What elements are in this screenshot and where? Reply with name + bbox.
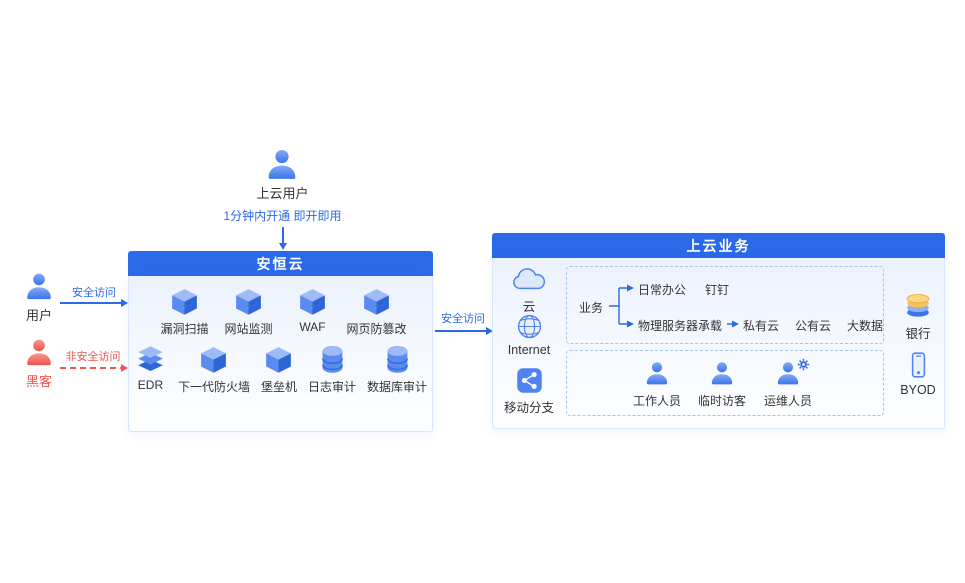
user-arrow-label: 安全访问 xyxy=(72,287,116,299)
cloud-user-icon xyxy=(265,147,299,181)
business-flow-connectors xyxy=(609,284,739,328)
hacker-icon xyxy=(24,337,54,367)
product-label: 堡垒机 xyxy=(260,380,297,394)
endpoint-byod: BYOD xyxy=(890,351,946,397)
channel-cloud: 云 xyxy=(501,267,557,315)
flow-daily-office-label: 日常办公 xyxy=(638,283,687,297)
channel-internet: Internet xyxy=(501,313,557,357)
person-label: 运维人员 xyxy=(763,394,812,408)
anti-tamper-cube-icon xyxy=(360,285,393,318)
flow-dingtalk-label: 钉钉 xyxy=(705,283,730,297)
provision-note: 1分钟内开通 即开即用 xyxy=(223,209,342,223)
person-label: 临时访客 xyxy=(697,394,746,408)
product-label: 下一代防火墙 xyxy=(177,380,250,394)
byod-phone-icon xyxy=(905,351,932,379)
flow-physical-server-label: 物理服务器承载 xyxy=(638,319,723,333)
product-label: EDR xyxy=(137,378,164,392)
endpoint-label: 银行 xyxy=(905,327,931,341)
product-bastion: 堡垒机 xyxy=(261,343,297,395)
product-anti-tamper: 网页防篡改 xyxy=(346,285,407,337)
cloud-business-title: 上云业务 xyxy=(492,233,945,258)
hacker-access-arrow xyxy=(60,364,128,372)
ops-person: 运维人员 xyxy=(757,360,819,409)
edr-stack-icon xyxy=(134,343,167,376)
coins-icon xyxy=(903,291,933,319)
product-waf: WAF xyxy=(282,285,343,334)
ngfw-cube-icon xyxy=(197,343,230,376)
product-db-audit: 数据库审计 xyxy=(367,343,427,395)
anheng-cloud-body: 漏洞扫描 网站监测 WAF 网页防篡改 EDR xyxy=(128,276,433,432)
log-audit-db-icon xyxy=(316,343,349,376)
product-log-audit: 日志审计 xyxy=(308,343,356,395)
flow-root-label: 业务 xyxy=(579,301,604,315)
staff-person-icon xyxy=(644,360,670,386)
cloud-business-body: 云 Internet 移动分支 业务 日常办公 钉钉 xyxy=(492,258,945,429)
visitor-person-icon xyxy=(709,360,735,386)
product-label: 数据库审计 xyxy=(367,380,428,394)
flow-private-cloud-label: 私有云 xyxy=(743,319,780,333)
user-access-arrow xyxy=(60,299,128,307)
vuln-scan-cube-icon xyxy=(168,285,201,318)
secure-access-arrow xyxy=(435,327,493,335)
product-row-1: 漏洞扫描 网站监测 WAF 网页防篡改 xyxy=(129,285,432,337)
endpoint-bank: 银行 xyxy=(890,291,946,342)
product-label: 网页防篡改 xyxy=(346,322,407,336)
product-row-2: EDR 下一代防火墙 堡垒机 日志审计 数据库审计 xyxy=(129,343,432,395)
user-icon xyxy=(24,271,54,301)
hacker-label: 黑客 xyxy=(25,374,52,389)
user-label: 用户 xyxy=(25,308,52,323)
person-label: 工作人员 xyxy=(632,394,681,408)
cloud-business-panel: 上云业务 云 Internet 移动分支 xyxy=(492,233,945,429)
product-label: 漏洞扫描 xyxy=(160,322,209,336)
down-arrow xyxy=(279,227,287,250)
endpoint-label: BYOD xyxy=(900,383,936,397)
channel-mobile-branch: 移动分支 xyxy=(501,367,557,416)
staff-person: 工作人员 xyxy=(626,360,688,409)
globe-icon xyxy=(516,313,543,340)
anheng-cloud-panel: 安恒云 漏洞扫描 网站监测 WAF 网页防篡改 xyxy=(128,251,433,432)
center-arrow-label: 安全访问 xyxy=(441,313,485,325)
product-label: 网站监测 xyxy=(224,322,273,336)
anheng-cloud-title: 安恒云 xyxy=(128,251,433,276)
product-vuln-scan: 漏洞扫描 xyxy=(154,285,215,337)
flow-bigdata-label: 大数据 xyxy=(847,319,884,333)
channel-label: 移动分支 xyxy=(503,401,554,415)
product-site-monitor: 网站监测 xyxy=(218,285,279,337)
waf-cube-icon xyxy=(296,285,329,318)
visitor-person: 临时访客 xyxy=(691,360,753,409)
site-monitor-cube-icon xyxy=(232,285,265,318)
product-label: WAF xyxy=(299,320,326,334)
cloud-icon xyxy=(510,267,548,293)
cloud-user-label: 上云用户 xyxy=(256,186,309,201)
flow-public-cloud-label: 公有云 xyxy=(795,319,832,333)
channel-label: 云 xyxy=(522,300,536,314)
branch-share-icon xyxy=(516,367,543,394)
product-label: 日志审计 xyxy=(308,380,357,394)
product-ngfw: 下一代防火墙 xyxy=(178,343,250,395)
channel-label: Internet xyxy=(507,343,551,357)
gear-icon xyxy=(797,358,810,371)
people-box: 工作人员 临时访客 运维人员 xyxy=(566,350,884,416)
bastion-cube-icon xyxy=(262,343,295,376)
business-flow-box: 业务 日常办公 钉钉 物理服务器承载 私有云 公有云 大数据 xyxy=(566,266,884,344)
hacker-arrow-label: 非安全访问 xyxy=(65,351,121,363)
product-edr: EDR xyxy=(134,343,167,392)
db-audit-db-icon xyxy=(381,343,414,376)
